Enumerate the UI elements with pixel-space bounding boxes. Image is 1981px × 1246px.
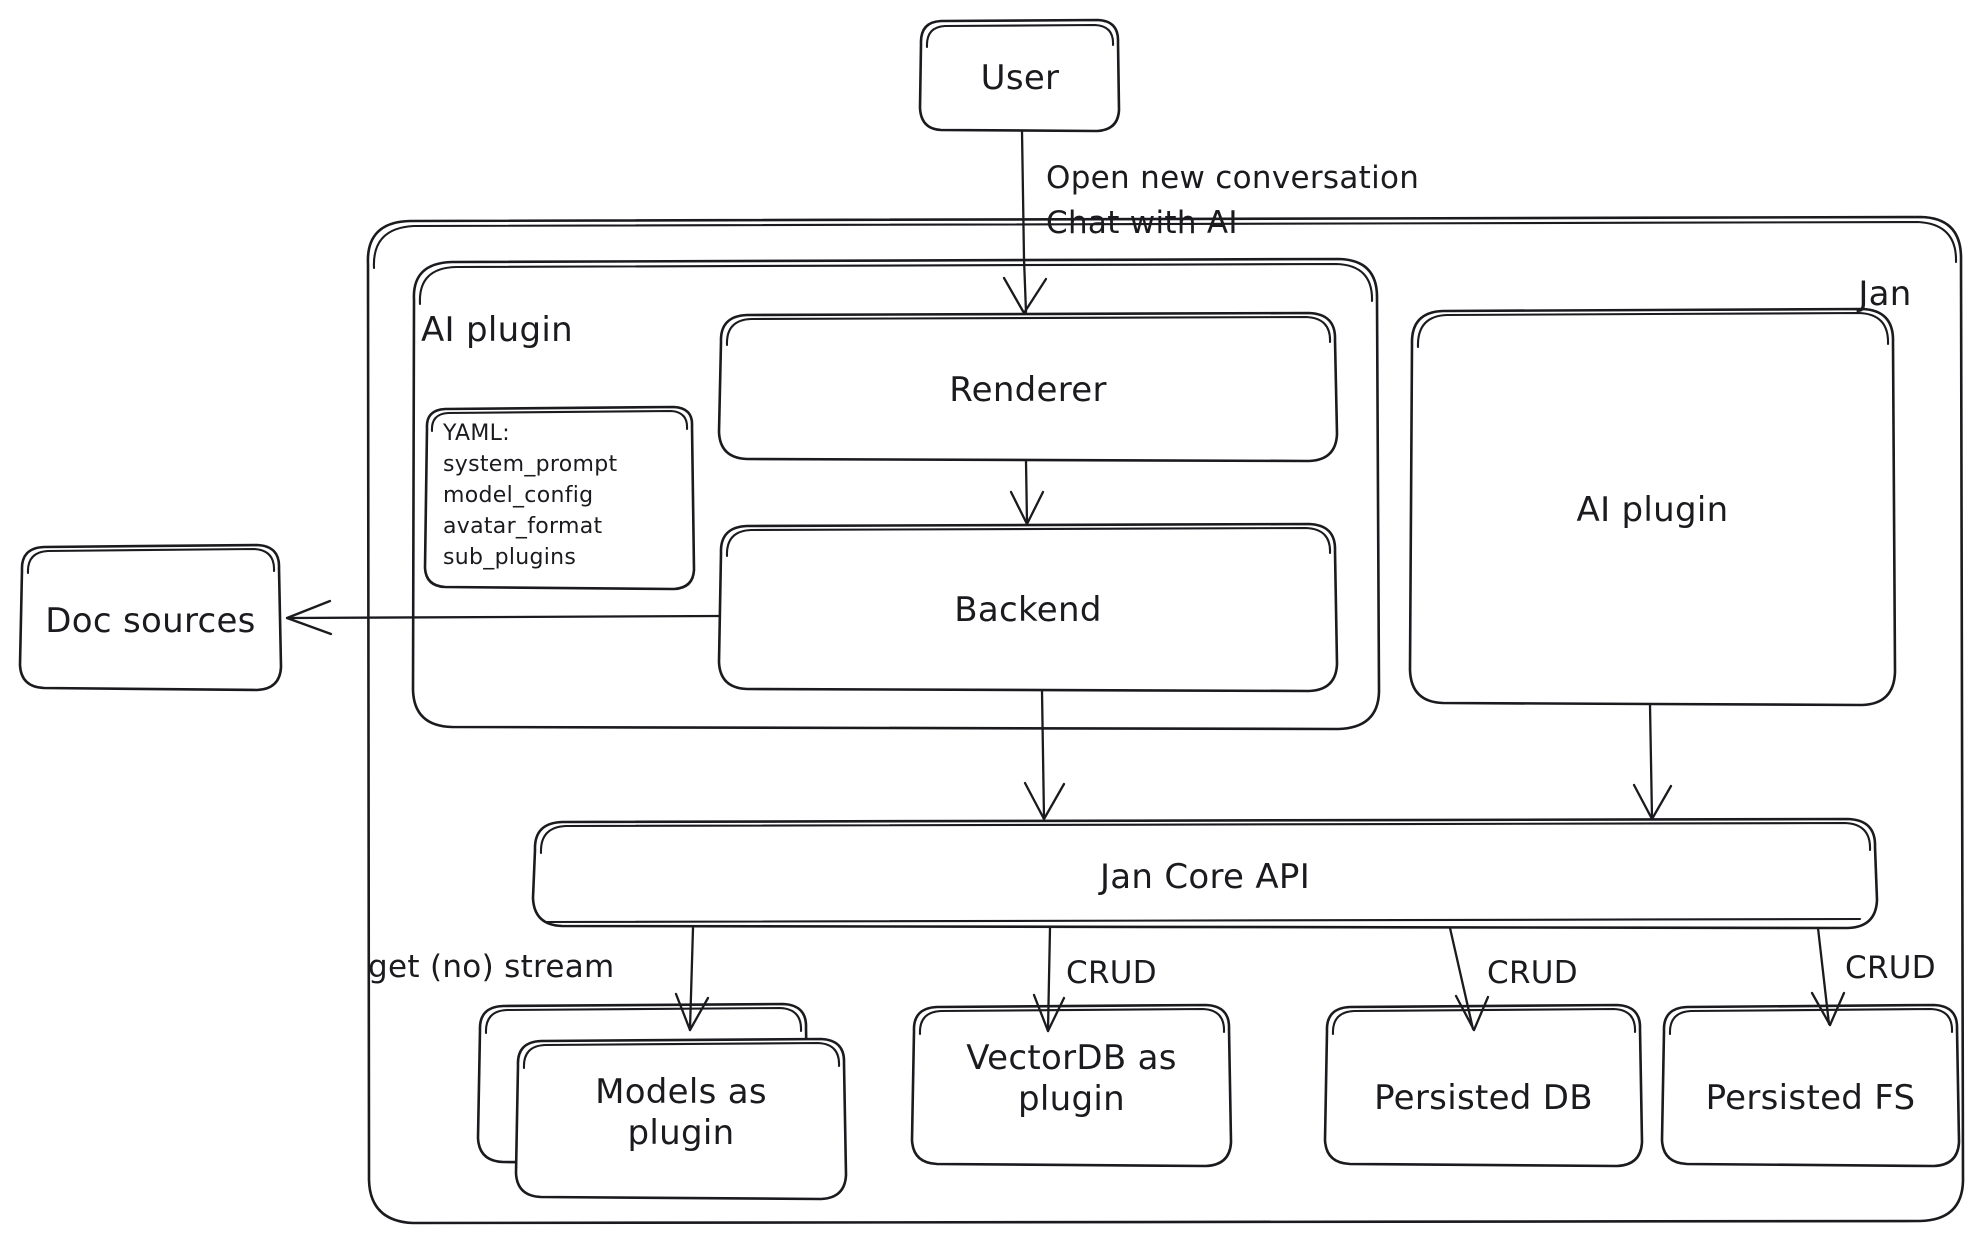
node-label-jan-core-api: Jan Core API bbox=[1099, 857, 1311, 897]
edge-label-open-new-conversation: Open new conversation bbox=[1046, 160, 1420, 196]
yaml-card-line-0: YAML: bbox=[443, 421, 510, 446]
yaml-card-line-2: model_config bbox=[443, 483, 594, 508]
edge-backend-to-core-api bbox=[1023, 689, 1066, 821]
edge-user-to-renderer bbox=[1002, 129, 1048, 315]
node-label-models-as-plugin: Models as plugin bbox=[595, 1072, 767, 1154]
node-doc-sources[interactable] bbox=[18, 543, 283, 692]
edge-core-api-to-persisted-db bbox=[1448, 926, 1490, 1032]
card-yaml bbox=[423, 405, 696, 591]
node-label-user: User bbox=[980, 58, 1060, 98]
node-jan-core-api[interactable] bbox=[531, 817, 1879, 930]
node-label-backend: Backend bbox=[954, 590, 1102, 630]
node-ai-plugin-right[interactable] bbox=[1408, 307, 1897, 707]
node-label-ai-plugin-right: AI plugin bbox=[1576, 490, 1729, 530]
node-renderer[interactable] bbox=[717, 311, 1339, 463]
edge-core-api-to-models bbox=[674, 926, 710, 1032]
node-persisted-fs[interactable] bbox=[1660, 1003, 1961, 1168]
container-jan bbox=[366, 215, 1965, 1225]
edge-label-crud-vectordb: CRUD bbox=[1066, 955, 1157, 991]
edge-backend-to-doc-sources bbox=[285, 599, 721, 636]
edge-core-api-to-persisted-fs bbox=[1810, 926, 1846, 1027]
container-label-ai-plugin-group: AI plugin bbox=[421, 310, 573, 350]
container-ai-plugin-group bbox=[411, 257, 1381, 731]
node-backend[interactable] bbox=[717, 522, 1339, 693]
edge-renderer-to-backend bbox=[1009, 459, 1045, 526]
yaml-card-line-3: avatar_format bbox=[443, 514, 603, 539]
yaml-card-line-1: system_prompt bbox=[443, 452, 618, 477]
edge-core-api-to-vectordb bbox=[1032, 926, 1066, 1033]
node-models-as-plugin[interactable] bbox=[514, 1037, 848, 1201]
node-label-doc-sources: Doc sources bbox=[45, 601, 256, 641]
node-vectordb-as-plugin[interactable] bbox=[910, 1003, 1233, 1168]
node-persisted-db[interactable] bbox=[1323, 1003, 1644, 1168]
container-label-jan: Jan bbox=[1858, 274, 1912, 314]
node-user[interactable] bbox=[918, 18, 1121, 133]
edge-label-get-no-stream: get (no) stream bbox=[368, 949, 615, 985]
node-label-vectordb-as-plugin: VectorDB as plugin bbox=[966, 1038, 1177, 1120]
node-label-persisted-db: Persisted DB bbox=[1374, 1078, 1593, 1118]
node-label-renderer: Renderer bbox=[949, 370, 1107, 410]
edge-label-crud-persisted-fs: CRUD bbox=[1845, 950, 1936, 986]
edge-ai-plugin-to-core-api bbox=[1632, 703, 1673, 821]
edge-label-crud-persisted-db: CRUD bbox=[1487, 955, 1578, 991]
edge-label-chat-with-ai: Chat with AI bbox=[1046, 205, 1238, 241]
yaml-card-line-4: sub_plugins bbox=[443, 545, 577, 570]
node-label-persisted-fs: Persisted FS bbox=[1705, 1078, 1916, 1118]
